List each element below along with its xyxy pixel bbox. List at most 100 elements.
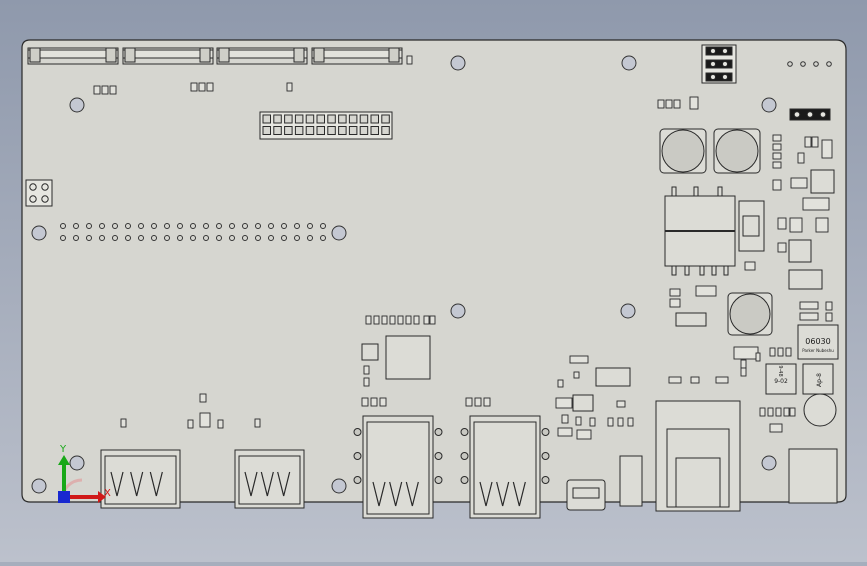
fpc-connector [311, 49, 403, 65]
gpio-pad [307, 235, 313, 241]
header-pin [262, 126, 271, 135]
usb-a-port[interactable] [353, 415, 443, 519]
header-pin [273, 114, 282, 124]
header-pin [284, 126, 293, 135]
smd-part [789, 407, 796, 417]
micro-usb-port[interactable] [566, 479, 606, 511]
smd-part [772, 179, 782, 191]
smd-part [715, 376, 729, 384]
gpio-pad [73, 235, 79, 241]
gpio-pad [320, 235, 326, 241]
mounting-hole [450, 303, 466, 319]
smd-part [783, 407, 790, 417]
fpc-connectors [27, 47, 403, 65]
pin-header-2x2 [25, 179, 53, 207]
gpio-pad [60, 223, 66, 229]
smd-part [381, 315, 388, 325]
gpio-pad [151, 235, 157, 241]
header-pin [381, 114, 390, 124]
smd-part [198, 82, 206, 92]
axis-y-label: Y [59, 444, 67, 455]
usb-a-port[interactable] [100, 449, 181, 509]
ic-chips [361, 169, 839, 412]
chip-label: 06030 [805, 337, 830, 346]
smd-part [695, 285, 717, 297]
fpc-connector [122, 49, 214, 65]
smd-part [669, 288, 681, 297]
smd-part [797, 152, 805, 164]
chip-label: 9-48 [777, 365, 783, 376]
header-pin [381, 126, 390, 135]
smd-part [815, 217, 829, 233]
header-pin [316, 126, 325, 135]
mounting-hole [331, 478, 347, 494]
smd-part [190, 82, 198, 92]
gpio-pad [112, 223, 118, 229]
usb-a-port[interactable] [460, 415, 550, 519]
smd-part [799, 312, 819, 321]
smd-part [673, 99, 681, 109]
smd-part [772, 134, 782, 142]
header-body [259, 111, 393, 140]
smd-part [120, 418, 127, 428]
smd-part [627, 417, 634, 427]
smd-components [93, 55, 833, 440]
smd-part [109, 85, 117, 95]
gpio-pad [268, 223, 274, 229]
smd-part [744, 261, 756, 271]
smd-part [789, 217, 803, 233]
smd-part [777, 217, 787, 230]
smd-part [557, 427, 573, 437]
smd-part [93, 85, 101, 95]
mounting-hole [69, 97, 85, 113]
header-pin [338, 126, 347, 135]
gpio-pad [112, 235, 118, 241]
buzzer [803, 393, 837, 427]
header-pin [273, 126, 282, 135]
smd-part [617, 417, 624, 427]
axis-triad[interactable]: Y X [58, 444, 111, 503]
smd-part [616, 400, 626, 408]
gpio-pad [229, 235, 235, 241]
usb-a-port[interactable] [234, 449, 305, 509]
smd-part [397, 315, 404, 325]
smd-part [413, 315, 420, 325]
gpio-pad [255, 235, 261, 241]
pcb-board[interactable] [21, 39, 847, 503]
smd-part [101, 85, 109, 95]
gpio-pad [294, 223, 300, 229]
gpio-pad [255, 223, 261, 229]
mounting-hole [450, 55, 466, 71]
smd-part [389, 315, 396, 325]
gpio-pad [294, 235, 300, 241]
pin-header-1x3 [789, 108, 831, 121]
chip-label: 9-02 [774, 378, 788, 385]
gpio-pad [86, 235, 92, 241]
gpio-pad [216, 235, 222, 241]
smd-part [206, 82, 214, 92]
smd-part [772, 161, 782, 169]
gpio-pad [138, 235, 144, 241]
mounting-hole [761, 455, 777, 471]
ethernet-port[interactable] [655, 400, 741, 512]
gpio-pad [86, 223, 92, 229]
smd-part [370, 397, 378, 407]
smd-part [573, 371, 580, 379]
header-pin [359, 126, 369, 135]
smd-part [767, 407, 774, 417]
mounting-holes [31, 55, 777, 494]
gpio-pad [73, 223, 79, 229]
smd-part [665, 99, 673, 109]
test-pads [787, 61, 832, 67]
smd-part [733, 346, 759, 360]
smd-part [423, 315, 430, 325]
smd-part [373, 315, 380, 325]
smd-part [286, 82, 293, 92]
dc-power-jack[interactable] [619, 448, 838, 507]
smd-part [483, 397, 491, 407]
gpio-pad [138, 223, 144, 229]
mounting-hole [31, 225, 47, 241]
smd-part [657, 99, 665, 109]
gpio-pad [125, 235, 131, 241]
